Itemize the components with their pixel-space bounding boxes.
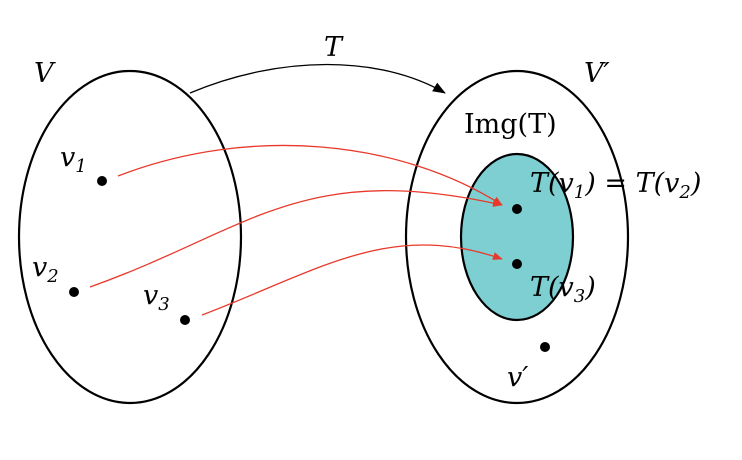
label-v-prime: v′ (507, 362, 528, 393)
point-v2 (69, 287, 79, 297)
label-V: V (34, 58, 56, 89)
point-v3 (180, 315, 190, 325)
label-image: Img(T) (464, 109, 557, 140)
label-T-v3: T(v3) (530, 272, 596, 307)
map-arrow-T (189, 63, 446, 94)
codomain-set-V-prime (404, 69, 630, 405)
point-v1 (97, 176, 107, 186)
label-v3: v3 (143, 280, 170, 315)
point-T-v3 (512, 259, 522, 269)
label-T: T (324, 32, 344, 63)
image-set (459, 152, 575, 322)
label-V-prime: V′ (584, 58, 610, 89)
point-v-prime (540, 342, 550, 352)
point-T-v1 (512, 204, 522, 214)
arrow-v2 (89, 189, 503, 288)
label-v2: v2 (32, 252, 59, 287)
label-T-v1-equals-T-v2: T(v1) = T(v2) (530, 168, 701, 203)
arrow-v1 (117, 144, 503, 206)
label-v1: v1 (60, 142, 87, 177)
arrow-v3 (201, 244, 503, 316)
domain-set-V (17, 69, 243, 405)
